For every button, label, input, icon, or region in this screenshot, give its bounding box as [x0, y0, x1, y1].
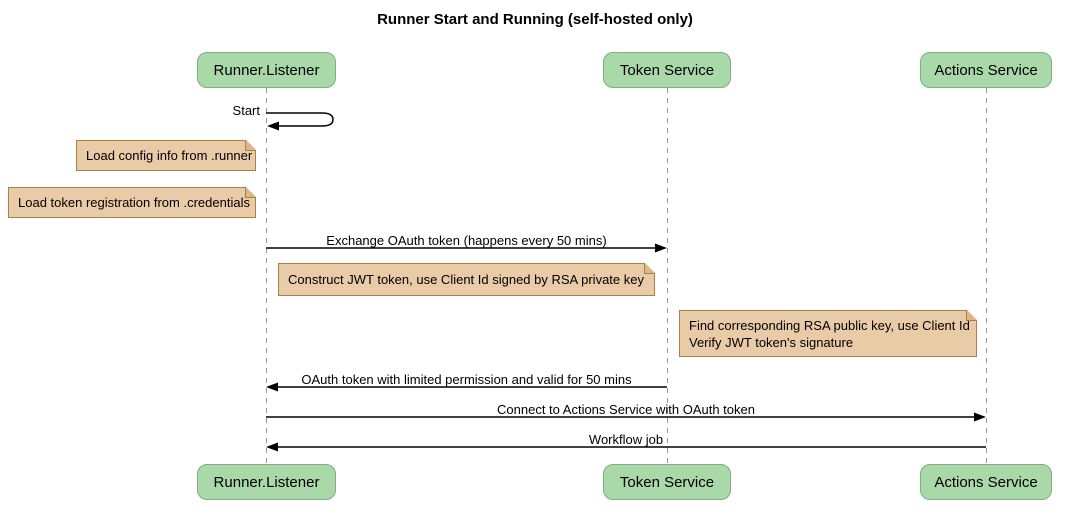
- message-label-connect: Connect to Actions Service with OAuth to…: [497, 402, 755, 417]
- self-message-loop: [266, 112, 334, 127]
- arrowhead-oauth-return: [266, 382, 278, 392]
- note-load-token-registration: Load token registration from .credential…: [8, 187, 256, 218]
- note-fold-icon: [245, 140, 256, 151]
- note-text: Load token registration from .credential…: [18, 195, 250, 210]
- diagram-title: Runner Start and Running (self-hosted on…: [377, 11, 693, 28]
- self-message-arrowhead: [267, 121, 279, 131]
- message-label-workflow-job: Workflow job: [588, 432, 664, 447]
- arrowhead-exchange-oauth: [655, 243, 667, 253]
- arrowhead-workflow-job: [266, 442, 278, 452]
- message-label-exchange-oauth: Exchange OAuth token (happens every 50 m…: [326, 233, 607, 248]
- note-fold-icon: [966, 310, 977, 321]
- participant-actions-service-top: Actions Service: [920, 52, 1052, 88]
- note-fold-icon: [644, 263, 655, 274]
- note-verify-jwt: Find corresponding RSA public key, use C…: [679, 310, 977, 357]
- note-text: Construct JWT token, use Client Id signe…: [288, 272, 644, 287]
- participant-actions-service-bottom: Actions Service: [920, 464, 1052, 500]
- note-text-line1: Find corresponding RSA public key, use C…: [689, 317, 970, 333]
- participant-runner-listener-bottom: Runner.Listener: [197, 464, 336, 500]
- message-label-start: Start: [232, 103, 260, 118]
- note-text: Load config info from .runner: [86, 148, 253, 163]
- note-fold-icon: [245, 187, 256, 198]
- message-label-oauth-return: OAuth token with limited permission and …: [301, 372, 632, 387]
- note-construct-jwt: Construct JWT token, use Client Id signe…: [278, 263, 655, 296]
- participant-runner-listener-top: Runner.Listener: [197, 52, 336, 88]
- note-text-line2: Verify JWT token's signature: [689, 334, 854, 350]
- participant-token-service-bottom: Token Service: [603, 464, 731, 500]
- arrowhead-connect: [974, 412, 986, 422]
- note-load-config: Load config info from .runner: [76, 140, 256, 171]
- participant-token-service-top: Token Service: [603, 52, 731, 88]
